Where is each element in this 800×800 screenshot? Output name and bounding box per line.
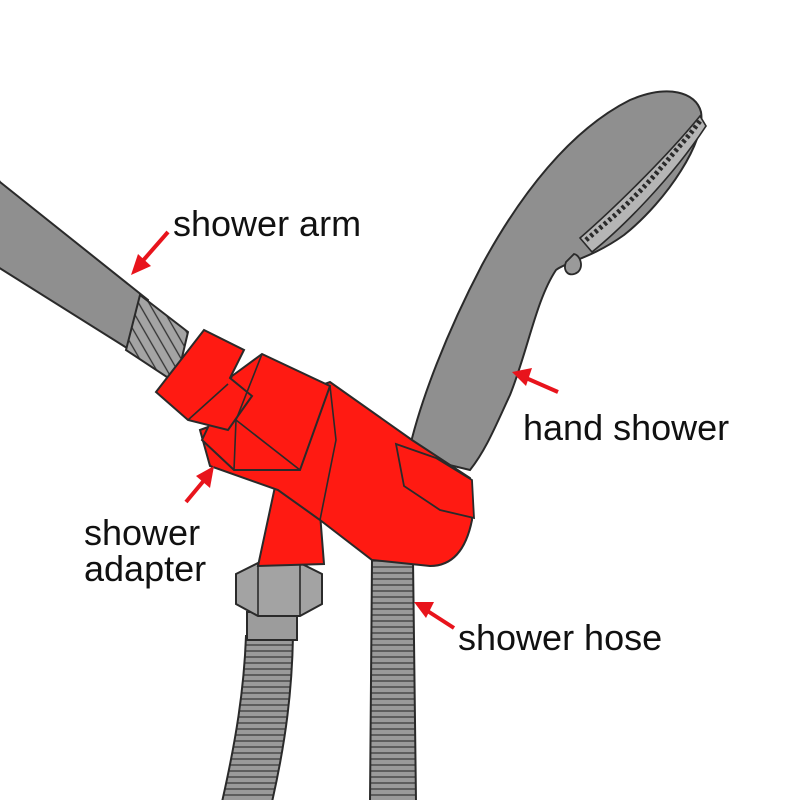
label-shower-arm: shower arm [173, 203, 362, 244]
adapter-holder [394, 442, 475, 520]
shower-arm-pipe [0, 180, 150, 352]
label-shower-adapter-line1: shower [84, 512, 201, 553]
adapter-edge [319, 385, 337, 521]
shower-arm [0, 180, 190, 385]
arrow-shower-adapter [184, 466, 214, 504]
adapter-edge [235, 419, 301, 471]
shower-adapter [154, 328, 475, 568]
label-shower-adapter: shower adapter [84, 515, 206, 587]
hand-shower [406, 90, 707, 472]
adapter-inlet [154, 328, 254, 432]
left-hose-body [221, 635, 295, 800]
right-hose [369, 559, 417, 800]
adapter-edge [187, 383, 229, 421]
arrow-shower-arm [131, 230, 170, 275]
arrow-hand-shower [512, 368, 559, 394]
left-hose [221, 562, 323, 800]
right-hose-body [369, 559, 417, 800]
arrow-shower-hose [414, 602, 456, 630]
label-shower-hose: shower hose [458, 617, 663, 658]
hex-nut [235, 562, 323, 617]
label-shower-adapter-line2: adapter [84, 548, 207, 589]
label-hand-shower: hand shower [523, 407, 730, 448]
hand-shower-tab [564, 253, 582, 276]
hand-shower-nozzles [584, 119, 702, 242]
